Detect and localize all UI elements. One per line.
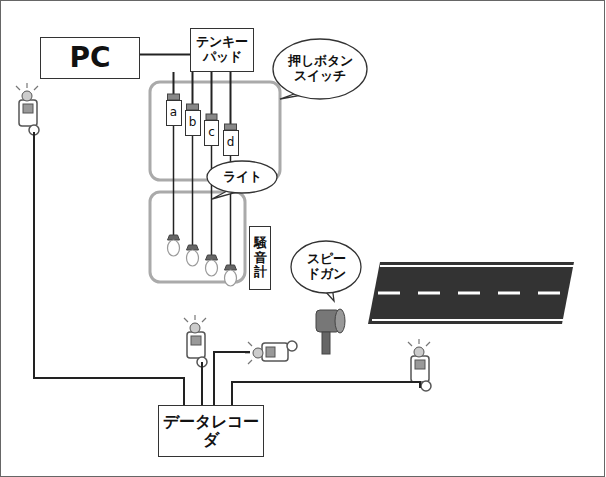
bulb-socket: [225, 265, 237, 270]
bulb-socket: [206, 255, 218, 260]
light-wire: [192, 136, 194, 245]
node-label: a: [170, 106, 177, 120]
light-wire: [173, 126, 175, 235]
node-label: d: [227, 136, 235, 150]
node-label: ライト: [223, 170, 262, 185]
callout-bubble: スピードガン: [290, 240, 362, 294]
switch-box: b: [185, 110, 201, 136]
node-label: 押しボタンスイッチ: [284, 54, 356, 84]
connector-wire: [211, 72, 213, 120]
bulb-socket: [187, 245, 199, 250]
meter-box: 騒音計: [249, 226, 271, 290]
light-bulb: [225, 270, 237, 286]
callout-bubble: 押しボタンスイッチ: [272, 38, 368, 100]
recorder-box: データレコーダ: [158, 405, 264, 457]
camera: [245, 341, 297, 364]
camera: [184, 315, 207, 367]
connector-wire: [230, 72, 232, 130]
bulb-socket: [168, 235, 180, 240]
light-bulb: [187, 250, 199, 266]
light-bulb: [168, 240, 180, 256]
switch-box: c: [204, 120, 219, 146]
node-label: データレコーダ: [163, 413, 259, 450]
node-label: スピードガン: [302, 252, 350, 282]
connector-wire: [140, 54, 190, 56]
light-wire: [211, 146, 213, 255]
node-label: c: [208, 126, 215, 140]
node-label: 騒音計: [254, 236, 267, 281]
node-label: PC: [69, 42, 110, 74]
switch-box: a: [166, 100, 182, 126]
switch-box: d: [223, 130, 239, 156]
light-bulb: [206, 260, 218, 276]
camera: [16, 83, 39, 135]
callout-bubble: ライト: [206, 160, 278, 194]
speed-gun: [316, 309, 345, 354]
node-label: b: [189, 116, 197, 130]
camera-wire: [34, 132, 420, 405]
keypad-box: テンキーパッド: [190, 28, 254, 72]
road: [368, 262, 574, 324]
pc-box: PC: [40, 37, 140, 79]
node-label: テンキーパッド: [195, 35, 249, 65]
